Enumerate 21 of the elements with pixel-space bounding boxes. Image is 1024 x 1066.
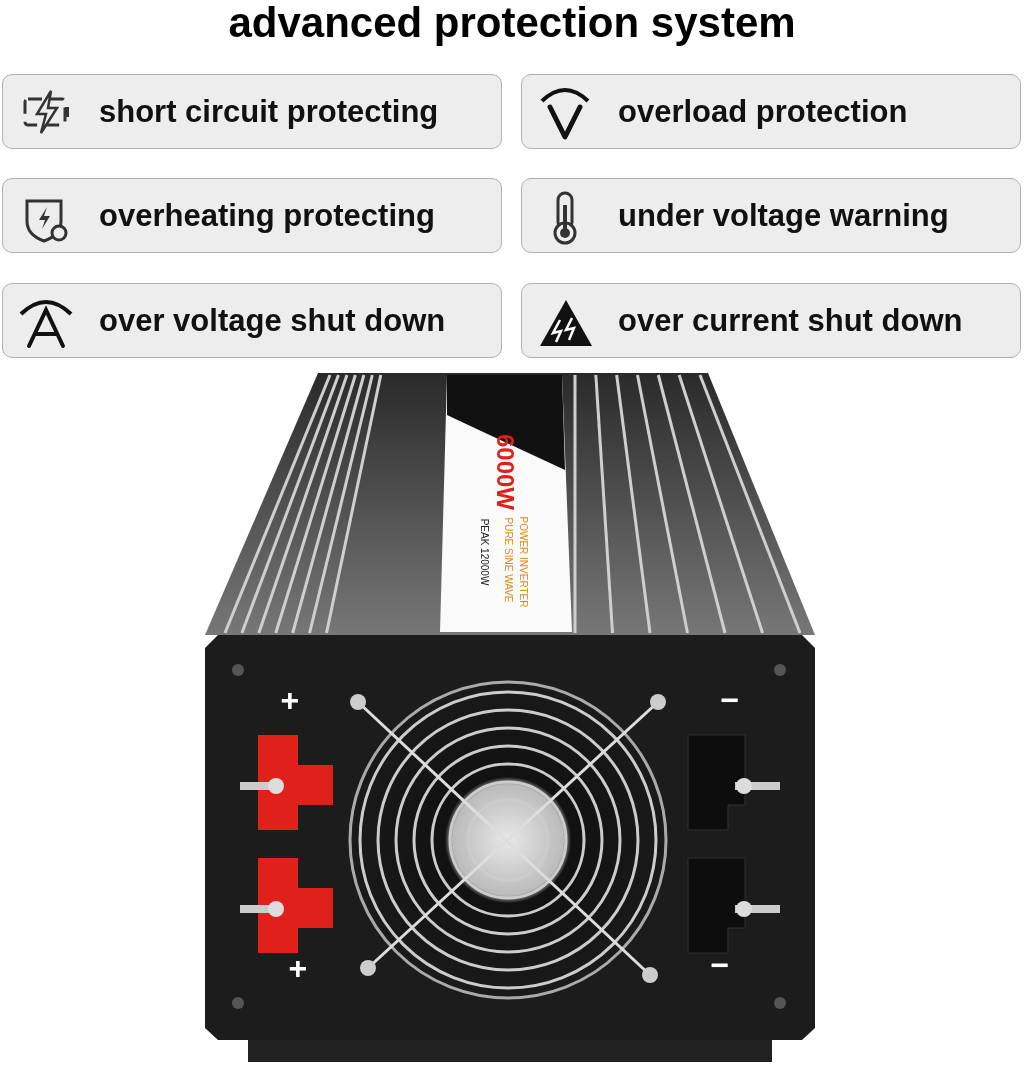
polarity-sign: + [280,684,300,716]
polarity-sign: + [288,952,308,984]
label-text: PEAK 12000W [478,518,489,586]
polarity-sign: − [710,949,730,981]
feature-label: short circuit protecting [99,92,439,131]
feature-box [521,178,1021,253]
feature-box [521,74,1021,149]
label-text: PURE SINE WAVE [502,517,512,603]
feature-label: overheating protecting [99,196,435,235]
feature-box [521,283,1021,358]
power-rating-text: 6000W [493,434,517,510]
feature-label: over voltage shut down [99,301,446,340]
label-text: POWER INVERTER [517,516,528,608]
feature-label: under voltage warning [618,196,949,235]
feature-box [2,178,502,253]
feature-box [2,74,502,149]
title: advanced protection system [227,0,797,46]
feature-box [2,283,502,358]
feature-label: over current shut down [618,301,963,340]
polarity-sign: − [720,684,740,716]
feature-label: overload protection [618,92,908,131]
